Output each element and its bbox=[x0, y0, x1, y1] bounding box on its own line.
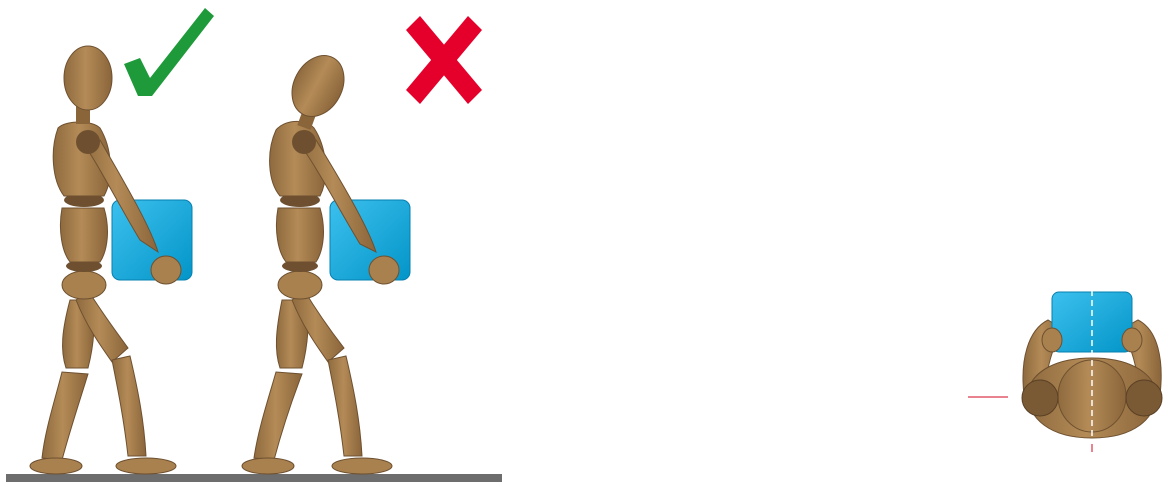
top-view-figure bbox=[968, 290, 1162, 452]
back-leg bbox=[30, 300, 94, 474]
hips bbox=[62, 271, 106, 299]
hand bbox=[1042, 328, 1062, 352]
correct-posture-figure bbox=[30, 46, 192, 474]
head bbox=[282, 46, 354, 125]
floor-line bbox=[6, 474, 502, 482]
head bbox=[64, 46, 112, 110]
back-leg bbox=[242, 300, 308, 474]
check-icon bbox=[124, 8, 214, 96]
front-leg bbox=[292, 290, 392, 474]
hips bbox=[278, 271, 322, 299]
front-leg bbox=[76, 290, 176, 474]
hand bbox=[369, 256, 399, 284]
hand bbox=[151, 256, 181, 284]
incorrect-posture-figure bbox=[242, 46, 410, 474]
hand bbox=[1122, 328, 1142, 352]
cross-icon bbox=[406, 16, 482, 104]
